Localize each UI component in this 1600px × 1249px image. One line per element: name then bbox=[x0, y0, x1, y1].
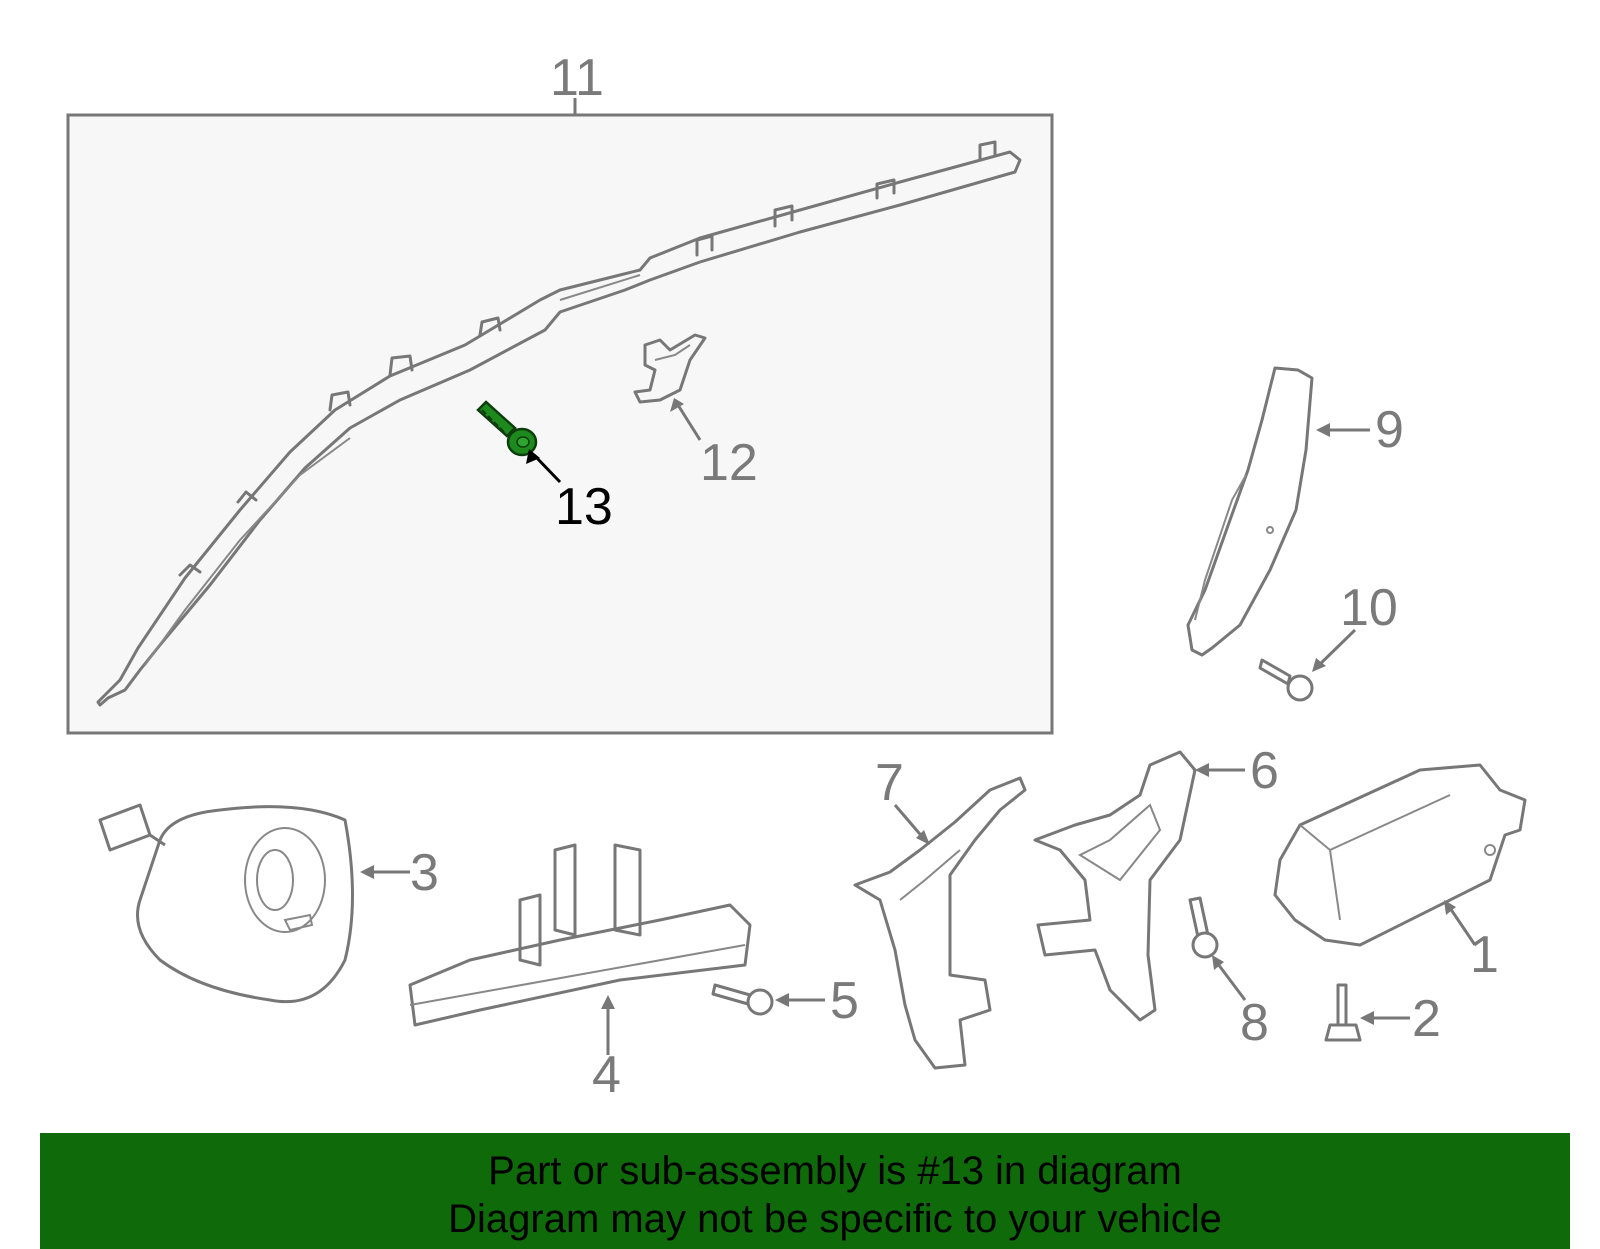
callout-9: 9 bbox=[1375, 401, 1404, 459]
part-6-bracket bbox=[1033, 750, 1245, 1022]
curtain-airbag-inset bbox=[66, 98, 1054, 735]
callout-1: 1 bbox=[1470, 926, 1499, 984]
screw-part-10 bbox=[1258, 628, 1357, 702]
bolt-part-5 bbox=[711, 983, 825, 1016]
callout-4: 4 bbox=[592, 1046, 621, 1104]
part-1-airbag-module bbox=[1273, 763, 1527, 947]
callout-11: 11 bbox=[550, 49, 604, 107]
callout-8: 8 bbox=[1240, 994, 1269, 1052]
callout-6: 6 bbox=[1250, 742, 1279, 800]
callout-13: 13 bbox=[555, 478, 613, 536]
part-4-control-module bbox=[408, 843, 752, 1055]
part-7-bracket bbox=[853, 776, 1027, 1070]
callout-7: 7 bbox=[875, 754, 904, 812]
info-banner: Part or sub-assembly is #13 in diagram D… bbox=[40, 1133, 1570, 1249]
callout-12: 12 bbox=[700, 434, 758, 492]
callout-3: 3 bbox=[410, 844, 439, 902]
bolt-part-2 bbox=[1324, 983, 1410, 1042]
part-3-steering-airbag bbox=[98, 803, 410, 1004]
callout-10: 10 bbox=[1340, 579, 1398, 637]
bolt-part-8 bbox=[1188, 896, 1247, 1001]
part-9 bbox=[1186, 366, 1370, 657]
banner-line-2: Diagram may not be specific to your vehi… bbox=[448, 1197, 1222, 1241]
curtain-airbag bbox=[96, 140, 1022, 707]
clip-part-12 bbox=[633, 333, 707, 441]
bolt-part-13-highlighted bbox=[476, 400, 562, 484]
banner-line-1: Part or sub-assembly is #13 in diagram bbox=[488, 1149, 1182, 1193]
callout-5: 5 bbox=[830, 972, 859, 1030]
callout-2: 2 bbox=[1412, 990, 1441, 1048]
